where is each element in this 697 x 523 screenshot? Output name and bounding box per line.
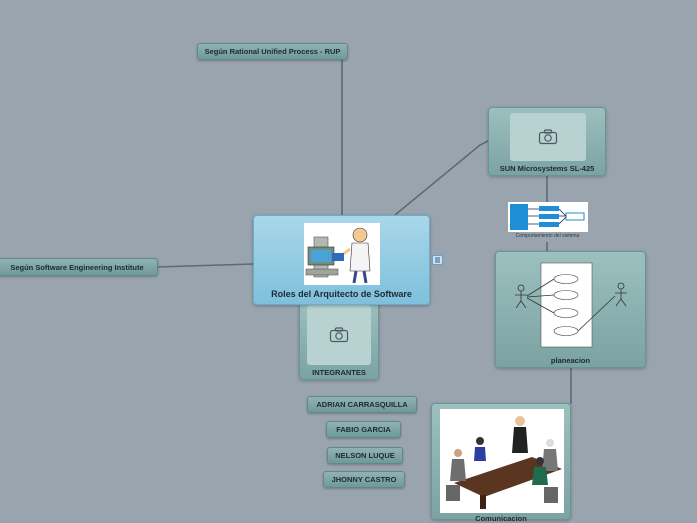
connector-sun xyxy=(394,139,491,216)
topic-comunicacion-label: Comunicacion xyxy=(475,514,527,523)
topic-planeacion[interactable]: planeacion xyxy=(495,251,646,368)
member-label: JHONNY CASTRO xyxy=(331,475,397,484)
use-case-diagram xyxy=(515,262,627,348)
central-topic[interactable]: Roles del Arquitecto de Software xyxy=(253,215,430,305)
topic-sei-label: Según Software Engineering Institute xyxy=(10,262,144,272)
topic-rup-label: Según Rational Unified Process - RUP xyxy=(204,47,341,56)
central-topic-title: Roles del Arquitecto de Software xyxy=(271,289,412,299)
topic-planeacion-label: planeacion xyxy=(550,356,591,365)
meeting-illustration xyxy=(440,409,564,513)
notes-icon[interactable] xyxy=(432,255,443,265)
topic-integrantes[interactable]: INTEGRANTES xyxy=(299,300,379,380)
member-item[interactable]: ADRIAN CARRASQUILLA xyxy=(307,396,417,413)
member-label: ADRIAN CARRASQUILLA xyxy=(316,400,408,409)
topic-sun[interactable]: SUN Microsystems SL-425 xyxy=(488,107,606,176)
comportamiento-caption: Comportamiento del sistema xyxy=(515,233,580,239)
camera-icon xyxy=(329,327,349,343)
topic-rup[interactable]: Según Rational Unified Process - RUP xyxy=(197,43,348,60)
member-item[interactable]: FABIO GARCIA xyxy=(326,421,401,438)
topic-sei[interactable]: Según Software Engineering Institute xyxy=(0,258,158,276)
topic-sun-label: SUN Microsystems SL-425 xyxy=(499,164,595,173)
member-item[interactable]: JHONNY CASTRO xyxy=(323,471,405,488)
connector-sei xyxy=(156,263,254,268)
image-comportamiento[interactable]: Comportamiento del sistema xyxy=(504,201,591,242)
member-label: NELSON LUQUE xyxy=(335,451,395,460)
architect-illustration xyxy=(304,223,380,285)
topic-comunicacion[interactable]: Comunicacion xyxy=(431,403,571,523)
camera-icon xyxy=(538,129,558,145)
image-placeholder xyxy=(307,305,371,365)
comportamiento-diagram xyxy=(508,202,588,232)
member-label: FABIO GARCIA xyxy=(336,425,391,434)
member-item[interactable]: NELSON LUQUE xyxy=(327,447,403,464)
image-placeholder xyxy=(510,113,586,161)
topic-integrantes-label: INTEGRANTES xyxy=(312,368,366,377)
